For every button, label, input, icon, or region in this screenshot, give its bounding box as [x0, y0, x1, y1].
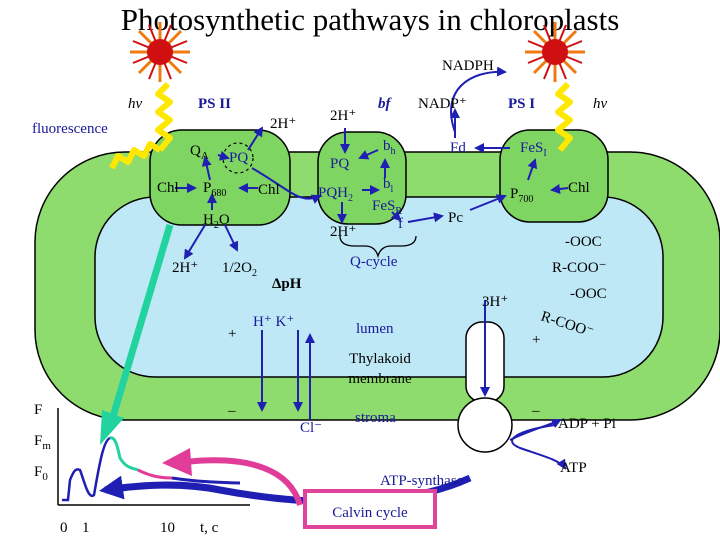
- calvin-cycle-label: Calvin cycle: [332, 505, 408, 521]
- psii-label: PS II: [198, 96, 231, 112]
- calvin-feedback-arrowhead: [162, 448, 192, 476]
- fd-label: Fd: [450, 140, 466, 156]
- fluorescence-arrow: [108, 224, 174, 421]
- fluorescence-trace-teal: [109, 436, 139, 472]
- arrow-fes-f: [390, 210, 402, 222]
- pq-pocket: [222, 142, 254, 174]
- p680-label: P680: [203, 180, 226, 199]
- chl-mid-label: Chl: [258, 182, 280, 198]
- arrow-f-pc: [407, 212, 444, 223]
- tick-tc: t, c: [200, 520, 219, 536]
- psi-label: PS I: [508, 96, 535, 112]
- psi-complex: [499, 129, 609, 223]
- arrow-pq-pqh2: [251, 167, 322, 204]
- plus-left-label: +: [228, 326, 236, 342]
- fluorescence-trace-tail: [171, 476, 241, 485]
- fluorescence-trace-pink: [137, 468, 173, 480]
- h2o-label: H2O: [203, 212, 230, 231]
- atp-synthase-label: ATP-synthase: [380, 473, 464, 489]
- light-wave-icon: [155, 81, 173, 152]
- hv-right-label: hν: [593, 96, 608, 112]
- arrow-p700-fes: [527, 158, 538, 181]
- arrow-chl-p700: [550, 184, 569, 194]
- fluorescence-arrowhead: [100, 410, 124, 445]
- minus-right-label: –: [531, 403, 540, 419]
- thylakoid-membrane-line2: membrane: [348, 371, 412, 387]
- arrow-pc-p700: [469, 194, 507, 211]
- q-cycle-label: Q-cycle: [350, 254, 398, 270]
- fluorescence-label: fluorescence: [32, 121, 108, 137]
- stroma-label: stroma: [355, 410, 396, 426]
- h-k-label: H⁺ K⁺: [253, 314, 294, 330]
- fesr-label: FeSR: [372, 198, 402, 217]
- two-h-lumen-cyt: 2H⁺: [330, 224, 356, 240]
- chl-right-label: Chl: [568, 180, 590, 196]
- sun-icon: [525, 22, 585, 82]
- arrow-adp-atp: [511, 424, 567, 470]
- pc-label: Pc: [448, 210, 463, 226]
- arrow-h2o-o2: [224, 224, 239, 252]
- nadp-label: NADP⁺: [418, 96, 467, 112]
- light-wave-icon: [555, 81, 573, 152]
- adp-pi-label: ADP + Pi: [558, 416, 616, 432]
- lumen-label: lumen: [356, 321, 394, 337]
- fes-psi-label: FeSI: [520, 140, 547, 159]
- half-o2-label: 1/2O2: [222, 260, 257, 279]
- fluorescence-trace-blue: [62, 436, 111, 502]
- atp-label: ATP: [560, 460, 587, 476]
- nadph-label: NADPH: [442, 58, 494, 74]
- arrow-pq-2h: [247, 126, 264, 151]
- psii-complex: [149, 129, 291, 226]
- two-h-top-right: 2H⁺: [330, 108, 356, 124]
- ooc-label-1: -OOC: [565, 234, 602, 250]
- rcoo-label-1: R-COO⁻: [552, 260, 607, 276]
- arrow-h2o-2h: [183, 224, 206, 260]
- two-h-top-left: 2H⁺: [270, 116, 296, 132]
- cyt-f-label: f: [398, 216, 403, 232]
- pqh2-label: PQH2: [318, 185, 353, 204]
- calvin-feedback-arrow: [184, 457, 303, 506]
- fluorescence-wave-icon: [109, 141, 162, 170]
- bf-label: bf: [378, 96, 393, 112]
- two-h-lumen-psii: 2H⁺: [172, 260, 198, 276]
- calvin-cycle-box: [303, 489, 437, 529]
- hv-left-label: hν: [128, 96, 143, 112]
- p700-label: P700: [510, 186, 533, 205]
- axis-fm-label: Fm: [34, 433, 51, 452]
- bh-label: bh: [383, 138, 396, 157]
- arrow-fd-nadph: [450, 66, 507, 133]
- arrow-p680-qa: [201, 156, 212, 181]
- ooc-label-2: -OOC: [570, 286, 607, 302]
- qa-label: QA: [190, 143, 209, 162]
- atp-synthase-head: [457, 397, 513, 453]
- axis-f-label: F: [34, 402, 42, 418]
- thylakoid-membrane-line1: Thylakoid: [349, 351, 411, 367]
- sun-icon: [130, 22, 190, 82]
- page-title: Photosynthetic pathways in chloroplasts: [121, 2, 620, 37]
- arrow-qa-pq: [217, 150, 230, 161]
- plus-right-label: +: [532, 332, 540, 348]
- cytochrome-bf-complex: [317, 131, 407, 225]
- tick-0: 0: [60, 520, 68, 536]
- bl-label: bl: [383, 176, 394, 195]
- cl-label: Cl⁻: [300, 420, 322, 436]
- pq-label: PQ: [229, 150, 248, 166]
- delta-ph-label: ΔpH: [272, 276, 302, 292]
- arrow-atp-out: [509, 419, 562, 441]
- axis-f0-label: F0: [34, 464, 48, 483]
- tick-1: 1: [82, 520, 90, 536]
- pq-cyt-label: PQ: [330, 156, 349, 172]
- q-cycle-brace: [339, 235, 417, 259]
- arrow-bh-pq: [358, 149, 379, 160]
- tick-10: 10: [160, 520, 175, 536]
- minus-left-label: –: [227, 403, 236, 419]
- three-h-label: 3H⁺: [482, 294, 508, 310]
- chl-left-label: Chl: [157, 180, 179, 196]
